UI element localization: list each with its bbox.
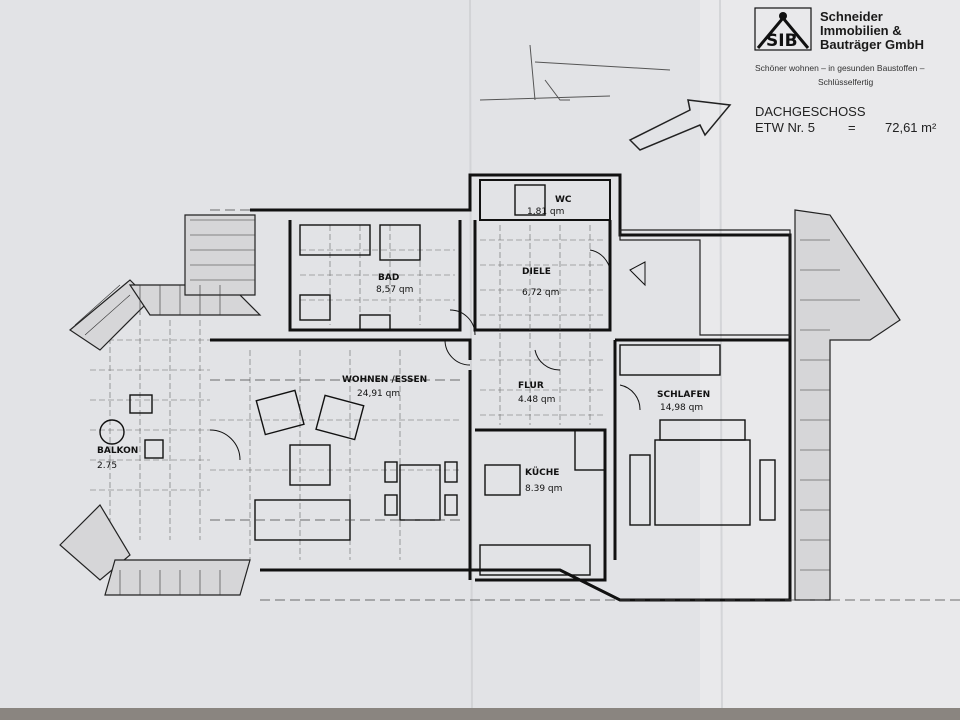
room-bad-label: BAD [378,273,400,283]
room-wc-label: WC [555,195,572,205]
room-flur-area: 4.48 qm [518,395,556,405]
room-diele-area: 6,72 qm [522,288,560,298]
equals-sign: = [848,120,856,135]
company-name: Schneider Immobilien & Bauträger GmbH [820,10,924,52]
company-logo: SIB [754,7,812,51]
room-wc-area: 1,81 qm [527,207,565,217]
room-wohnen-label: WOHNEN /ESSEN [342,375,428,385]
room-diele-label: DIELE [522,267,551,277]
tagline-2: Schlüsselfertig [818,77,874,87]
company-line-1: Schneider [820,9,883,24]
room-kueche-label: KÜCHE [525,468,560,478]
floor-label: DACHGESCHOSS [755,104,866,119]
room-bad-area: 8,57 qm [376,285,414,295]
total-area: 72,61 m² [885,120,937,135]
room-schlafen-area: 14,98 qm [660,403,704,413]
tagline: Schöner wohnen – in gesunden Baustoffen … [755,63,925,73]
room-balkon-area: 2.75 [97,461,118,471]
room-kueche-area: 8.39 qm [525,484,563,494]
room-wohnen-area: 24,91 qm [357,389,401,399]
room-balkon-label: BALKON [97,446,139,456]
unit-label: ETW Nr. 5 [755,120,815,135]
company-line-2: Immobilien & [820,23,902,38]
room-schlafen-label: SCHLAFEN [657,390,711,400]
svg-text:SIB: SIB [766,31,798,51]
company-line-3: Bauträger GmbH [820,37,925,52]
room-flur-label: FLUR [518,381,544,391]
